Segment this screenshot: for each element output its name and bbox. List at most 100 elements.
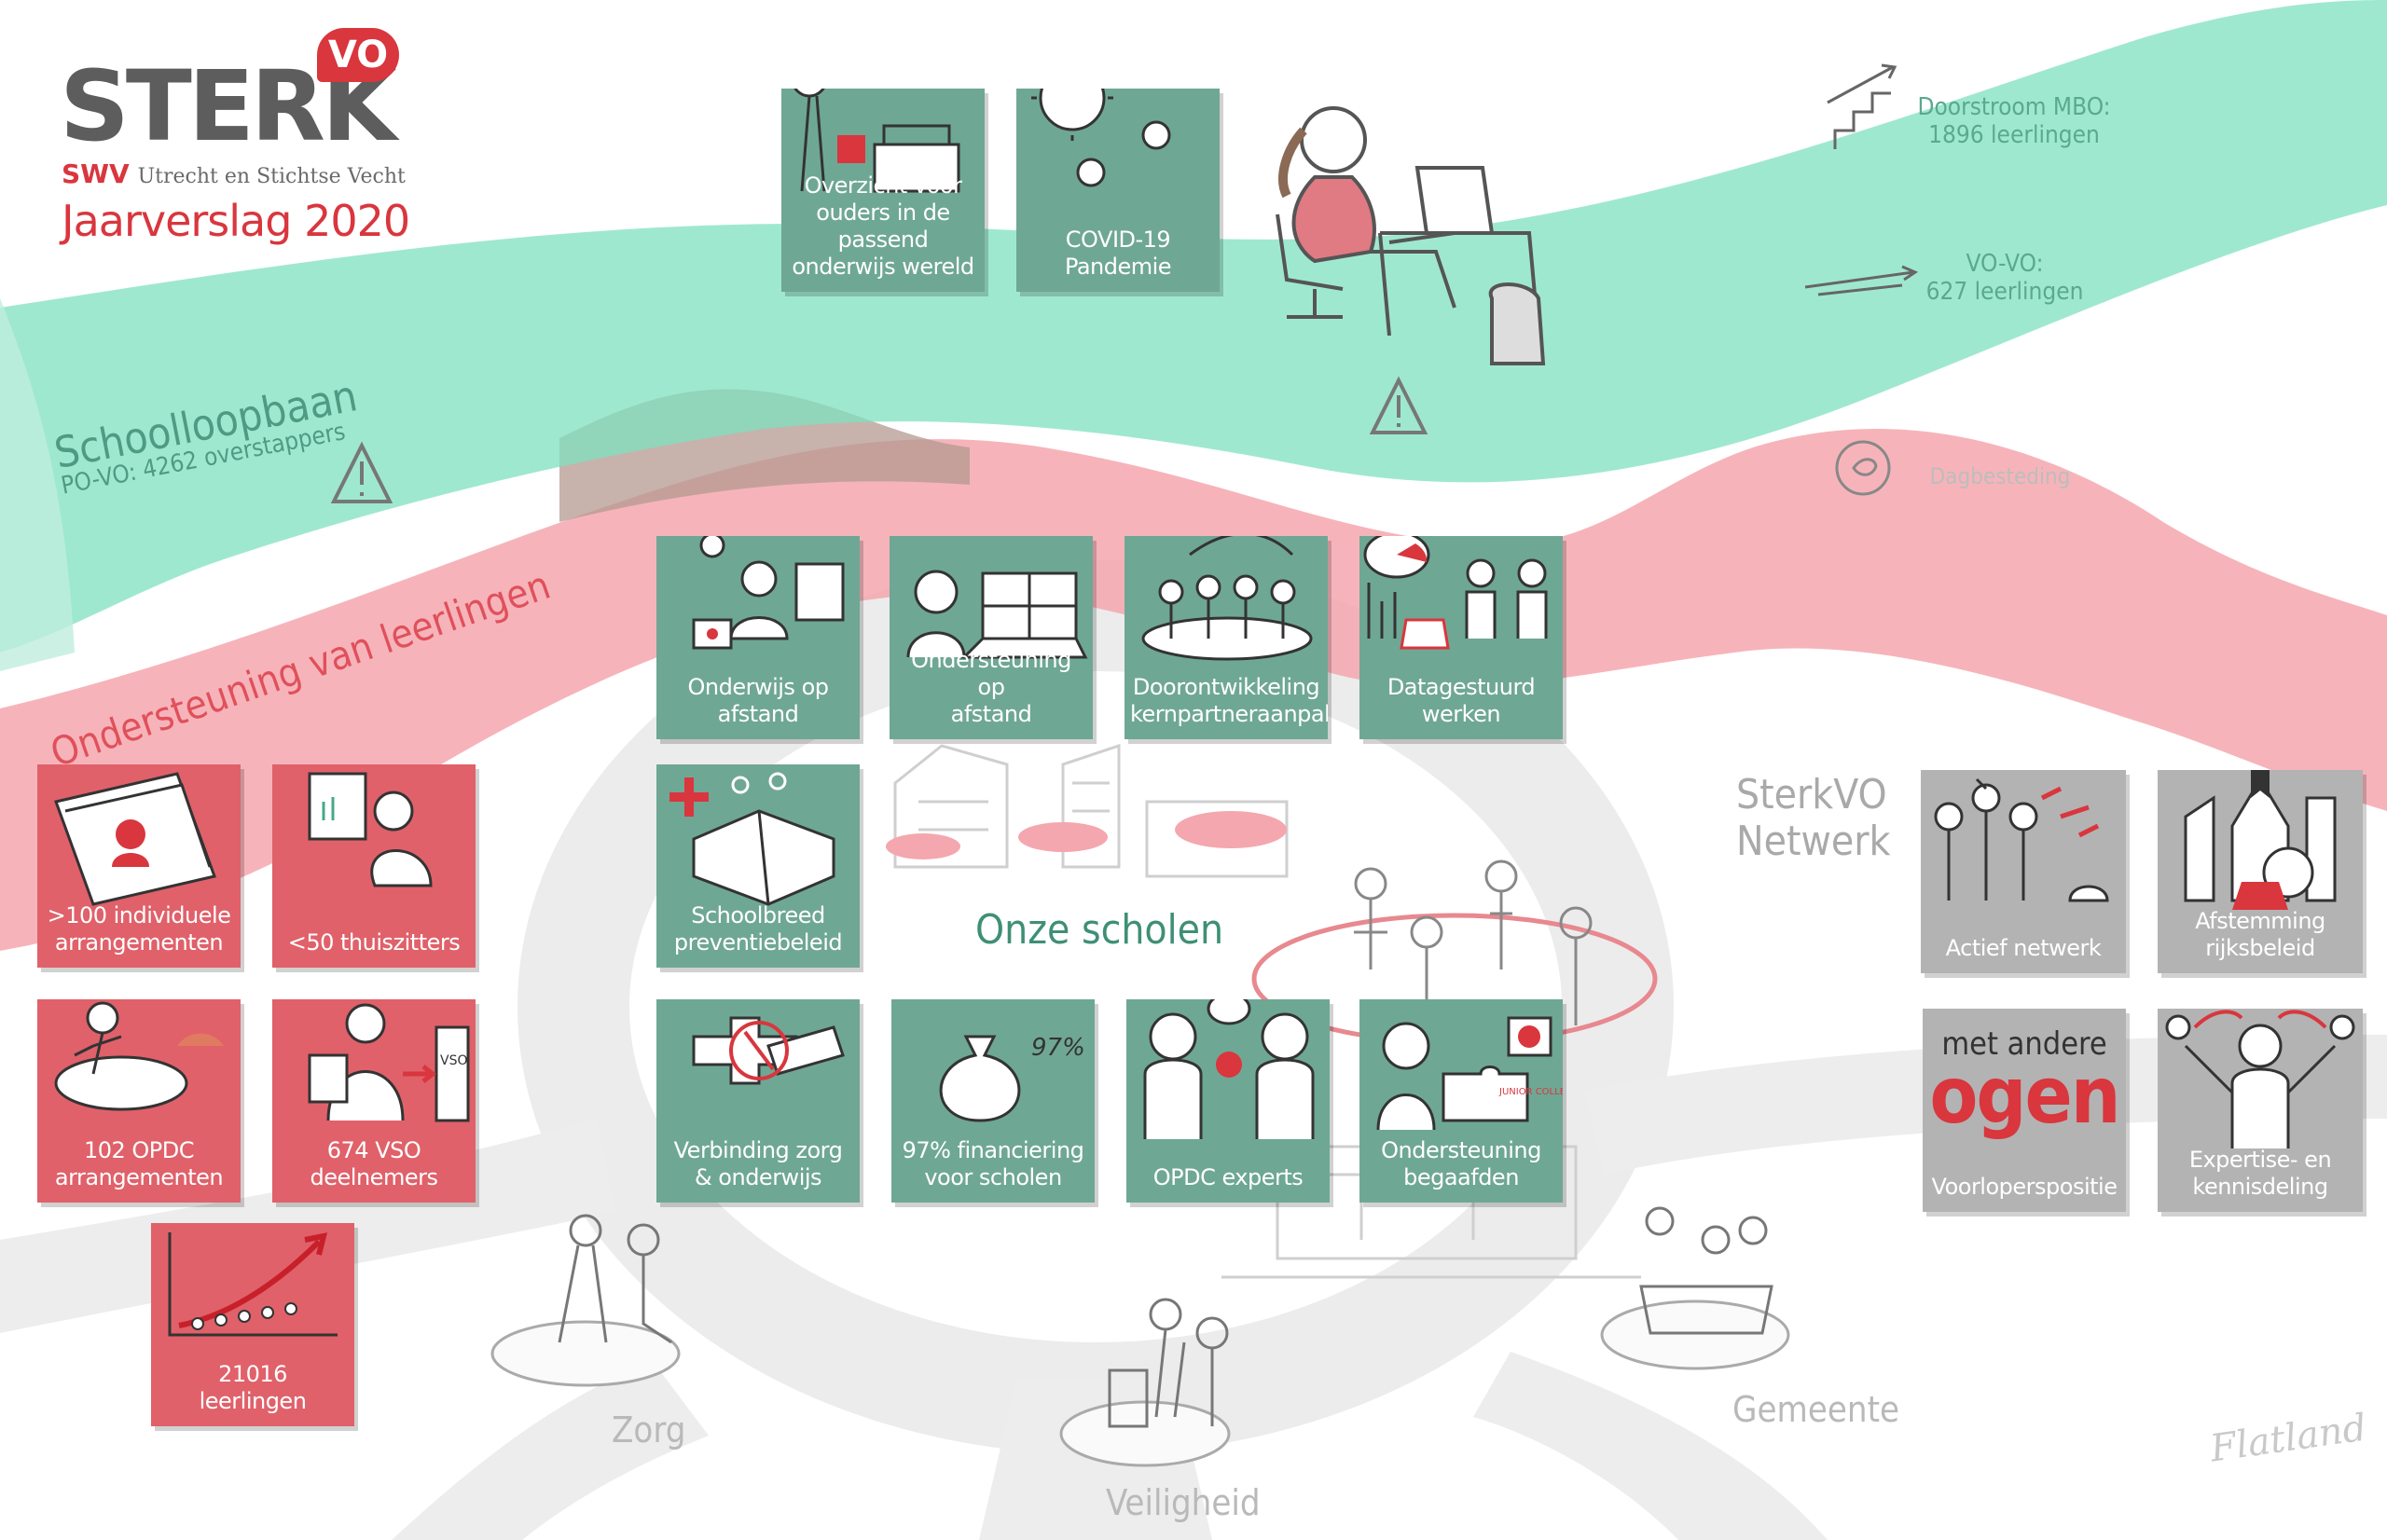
tile-schoolbreed-preventiebeleid[interactable]: Schoolbreed preventiebeleid (656, 764, 860, 968)
tile-thuiszitters[interactable]: <50 thuiszitters (272, 764, 476, 968)
doorstroom-mbo-value: 1896 leerlingen (1928, 121, 2100, 149)
tile-label: OPDC experts (1132, 1164, 1324, 1191)
tile-label: >100 individuele arrangementen (43, 902, 235, 956)
tile-label-line: preventiebeleid (673, 929, 843, 956)
pink-table (886, 833, 960, 859)
tile-verbinding-zorg-onderwijs[interactable]: Verbinding zorg & onderwijs (656, 999, 860, 1203)
tile-label-line: werken (1421, 701, 1501, 727)
documents-icon (54, 772, 216, 906)
tile-label: Verbinding zorg & onderwijs (662, 1137, 854, 1191)
arrow-right-icon (1804, 265, 1919, 296)
tile-label-line: Schoolbreed (691, 902, 825, 928)
tile-label-line: Ondersteuning (1381, 1137, 1541, 1163)
tile-datagestuurd-werken[interactable]: Datagestuurd werken (1359, 536, 1563, 739)
tile-label-line: Expertise- en (2188, 1147, 2332, 1173)
tile-doorontwikkeling[interactable]: Doorontwikkeling kernpartneraanpak (1125, 536, 1328, 739)
tile-label: Expertise- en kennisdeling (2163, 1147, 2357, 1201)
veiligheid-label: Veiligheid (1106, 1482, 1261, 1523)
tile-individuele-arrangementen[interactable]: >100 individuele arrangementen (37, 764, 241, 968)
doorstroom-mbo-stat: Doorstroom MBO: 1896 leerlingen (1902, 93, 2126, 149)
vo-vo-stat: VO-VO: 627 leerlingen (1902, 250, 2107, 306)
tile-label: COVID-19 Pandemie (1022, 227, 1214, 281)
tile-afstemming-rijksbeleid[interactable]: Afstemming rijksbeleid (2158, 770, 2363, 973)
tile-label-line: 97% financiering (902, 1137, 1084, 1163)
tile-label: Afstemming rijksbeleid (2163, 908, 2357, 962)
tile-label-line: 102 OPDC (83, 1137, 195, 1163)
data-chart-icon (1363, 536, 1548, 650)
tile-ondersteuning-begaafden[interactable]: JUNIOR COLLEGE Ondersteuning begaafden (1359, 999, 1563, 1203)
tile-label-line: arrangementen (54, 929, 224, 956)
tile-onderwijs-op-afstand[interactable]: Onderwijs op afstand (656, 536, 860, 739)
tile-label: 21016 leerlingen (157, 1361, 349, 1415)
tile-label: 102 OPDC arrangementen (43, 1137, 235, 1191)
celebrating-people-icon (1934, 777, 2109, 902)
team-meeting-icon (1141, 536, 1313, 661)
tile-actief-netwerk[interactable]: Actief netwerk (1921, 770, 2126, 973)
virus-icon (1031, 89, 1171, 187)
tile-voorloperspositie[interactable]: met andere ogen Voorloperspositie (1923, 1009, 2126, 1212)
tile-label: Schoolbreed preventiebeleid (662, 902, 854, 956)
tile-financiering[interactable]: 97% 97% financiering voor scholen (891, 999, 1095, 1203)
tile-label-line: <50 thuiszitters (287, 929, 461, 956)
tile-label-line: deelnemers (310, 1164, 438, 1190)
tile-label-line: Actief netwerk (1945, 935, 2102, 961)
tile-label: 674 VSO deelnemers (278, 1137, 470, 1191)
experts-talking-icon (1143, 999, 1315, 1139)
video-call-icon (906, 570, 1088, 659)
tile-label: Actief netwerk (1926, 935, 2120, 962)
tile-vso-deelnemers[interactable]: VSO 674 VSO deelnemers (272, 999, 476, 1203)
tile-label: <50 thuiszitters (278, 929, 470, 956)
swv-abbr: SWV (62, 158, 130, 189)
tile-label-line: leerlingen (199, 1388, 307, 1414)
tile-leerlingen[interactable]: 21016 leerlingen (151, 1223, 354, 1426)
tile-label-line: 674 VSO (326, 1137, 421, 1163)
tile-opdc-arrangementen[interactable]: 102 OPDC arrangementen (37, 999, 241, 1203)
netwerk-title-line: Netwerk (1736, 818, 1891, 865)
veiligheid-platform (1059, 1400, 1231, 1467)
tile-covid[interactable]: COVID-19 Pandemie (1016, 89, 1220, 292)
zorg-label: Zorg (612, 1409, 686, 1451)
tile-ondersteuning-op-afstand[interactable]: Ondersteuning op afstand (890, 536, 1093, 739)
report-title: Jaarverslag 2020 (62, 196, 410, 246)
tile-expertise-kennisdeling[interactable]: Expertise- en kennisdeling (2158, 1009, 2363, 1212)
warning-icon (330, 441, 393, 503)
tile-label: Datagestuurd werken (1365, 674, 1557, 728)
government-buildings-icon (2184, 770, 2337, 910)
vso-text: VSO (440, 1053, 467, 1068)
met-andere-text: met andere (1941, 1025, 2107, 1063)
tile-opdc-experts[interactable]: OPDC experts (1126, 999, 1330, 1203)
zorg-platform (490, 1320, 681, 1387)
tile-label-line: Verbinding zorg (673, 1137, 843, 1163)
veiligheid-people-drawing (1108, 1298, 1229, 1428)
tile-label-line: Overzicht voor (804, 172, 962, 199)
logo-swv: SWV Utrecht en Stichtse Vecht (62, 158, 406, 189)
vo-vo-label: VO-VO: (1966, 250, 2044, 278)
swv-region: Utrecht en Stichtse Vecht (137, 165, 406, 188)
dagbesteding-label: Dagbesteding (1929, 463, 2071, 489)
logo-vo-badge: VO (317, 28, 399, 82)
tile-label-line: arrangementen (54, 1164, 224, 1190)
tile-label-line: afstand (950, 701, 1032, 727)
vo-vo-value: 627 leerlingen (1925, 278, 2084, 306)
tile-label-line: 21016 (218, 1361, 287, 1387)
tile-label-line: onderwijs wereld (792, 254, 974, 280)
tile-label-line: kennisdeling (2192, 1174, 2328, 1200)
tile-overzicht-ouders[interactable]: Overzicht voor ouders in de passend onde… (781, 89, 985, 292)
tile-label: Ondersteuning begaafden (1365, 1137, 1557, 1191)
tile-label-line: Pandemie (1064, 254, 1172, 280)
tile-label-line: begaafden (1403, 1164, 1519, 1190)
pink-table (1175, 811, 1287, 848)
tile-label-line: Onderwijs op (687, 674, 829, 700)
stairs-arrow-icon (1827, 63, 1897, 149)
tile-label-line: Ondersteuning op (911, 647, 1071, 700)
tile-label-line: afstand (717, 701, 799, 727)
doorstroom-mbo-label: Doorstroom MBO: (1917, 93, 2111, 121)
gray-road-bottom-left (392, 1361, 709, 1540)
gemeente-people-drawing (1639, 1206, 1773, 1335)
netwerk-title: SterkVO Netwerk (1736, 772, 1890, 865)
care-education-icon (692, 1016, 845, 1085)
percent-text: 97% (1031, 1034, 1085, 1062)
parents-school-icon (793, 89, 960, 193)
tile-label-line: rijksbeleid (2205, 935, 2315, 961)
pink-band (0, 428, 2387, 951)
